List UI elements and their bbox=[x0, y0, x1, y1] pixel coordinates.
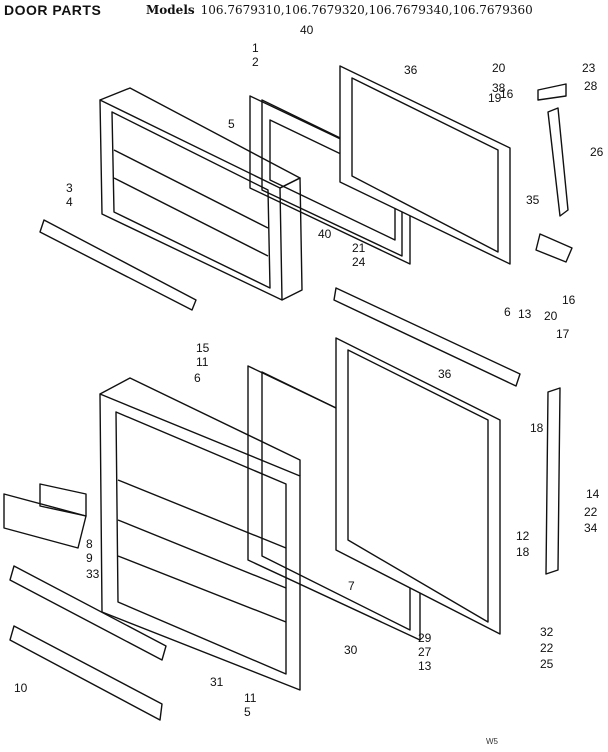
callout-label: 16 bbox=[562, 293, 576, 307]
callout-label: 40 bbox=[318, 227, 332, 241]
callout-label: 2 bbox=[252, 55, 259, 69]
upper-door-frame bbox=[339, 65, 511, 265]
callout-label: 9 bbox=[86, 551, 93, 565]
footer-mark: W5 bbox=[486, 737, 498, 746]
callout-label: 11 bbox=[196, 355, 209, 369]
divider-strip bbox=[333, 287, 521, 387]
callout-label: 28 bbox=[584, 79, 598, 93]
upper-door-liner bbox=[99, 87, 303, 301]
callout-label: 17 bbox=[556, 327, 570, 341]
callout-label: 36 bbox=[404, 63, 418, 77]
callout-label: 40 bbox=[300, 23, 314, 37]
callout-label: 14 bbox=[586, 487, 600, 501]
callout-label: 15 bbox=[196, 341, 210, 355]
callout-label: 22 bbox=[584, 505, 598, 519]
callout-label: 19 bbox=[488, 91, 502, 105]
callout-label: 23 bbox=[582, 61, 596, 75]
callout-label: 33 bbox=[86, 567, 100, 581]
callout-labels: 40 1 2 36 5 3 4 19 20 38 23 28 26 35 40 … bbox=[14, 23, 604, 719]
top-hinge-bracket bbox=[537, 83, 569, 217]
callout-label: 13 bbox=[418, 659, 432, 673]
callout-label: 32 bbox=[540, 625, 554, 639]
callout-label: 26 bbox=[590, 145, 604, 159]
callout-label: 21 bbox=[352, 241, 366, 255]
callout-label: 16 bbox=[500, 87, 514, 101]
butter-door bbox=[3, 483, 87, 549]
callout-label: 7 bbox=[348, 579, 355, 593]
callout-label: 8 bbox=[86, 537, 93, 551]
bottom-hinge-pin bbox=[545, 387, 561, 575]
upper-trim-strip bbox=[39, 219, 197, 311]
center-hinge bbox=[535, 233, 573, 263]
callout-label: 4 bbox=[66, 195, 73, 209]
callout-label: 20 bbox=[544, 309, 558, 323]
callout-label: 36 bbox=[438, 367, 452, 381]
callout-label: 29 bbox=[418, 631, 432, 645]
page-title: DOOR PARTS bbox=[4, 2, 102, 18]
callout-label: 18 bbox=[530, 421, 544, 435]
callout-label: 6 bbox=[504, 305, 511, 319]
models-label: Models bbox=[146, 3, 195, 17]
callout-label: 27 bbox=[418, 645, 432, 659]
lower-trim-strip-b bbox=[9, 625, 163, 721]
callout-label: 1 bbox=[252, 41, 259, 55]
model-list: Models 106.7679310,106.7679320,106.767934… bbox=[146, 3, 533, 17]
callout-label: 24 bbox=[352, 255, 366, 269]
models-value: 106.7679310,106.7679320,106.7679340,106.… bbox=[200, 3, 533, 17]
callout-label: 6 bbox=[194, 371, 201, 385]
callout-label: 3 bbox=[66, 181, 73, 195]
callout-label: 20 bbox=[492, 61, 506, 75]
lower-trim-strip-a bbox=[9, 565, 167, 661]
callout-label: 5 bbox=[228, 117, 235, 131]
callout-label: 13 bbox=[518, 307, 532, 321]
callout-label: 18 bbox=[516, 545, 530, 559]
callout-label: 11 bbox=[244, 691, 257, 705]
callout-label: 12 bbox=[516, 529, 530, 543]
callout-label: 34 bbox=[584, 521, 598, 535]
callout-label: 30 bbox=[344, 643, 358, 657]
callout-label: 35 bbox=[526, 193, 540, 207]
callout-label: 25 bbox=[540, 657, 554, 671]
callout-label: 31 bbox=[210, 675, 224, 689]
callout-label: 38 bbox=[492, 81, 506, 95]
lower-door-liner bbox=[99, 377, 301, 691]
callout-label: 5 bbox=[244, 705, 251, 719]
callout-label: 10 bbox=[14, 681, 28, 695]
callout-label: 22 bbox=[540, 641, 554, 655]
lower-door-frame bbox=[335, 337, 501, 635]
